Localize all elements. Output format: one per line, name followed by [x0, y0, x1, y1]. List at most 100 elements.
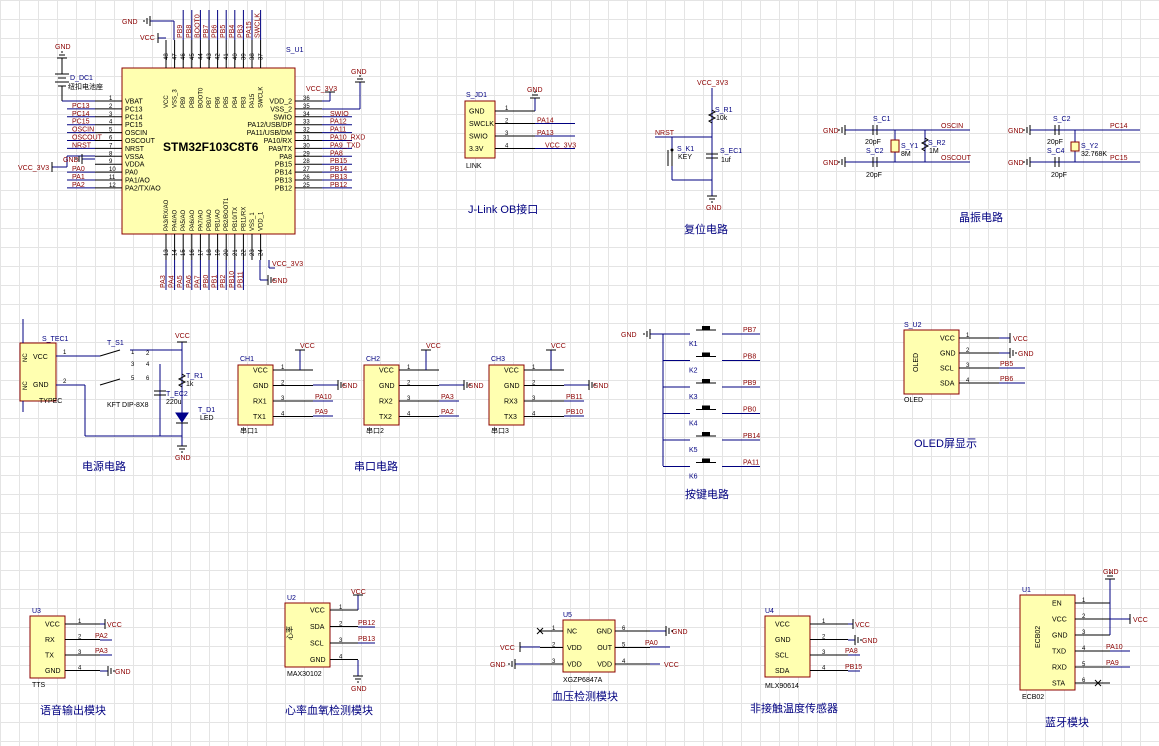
key-button [702, 352, 710, 357]
key-ref: K5 [689, 447, 698, 454]
pin-number: 4 [966, 378, 970, 384]
bt-body [1019, 594, 1076, 691]
voice-pin-name: GND [45, 668, 61, 675]
y1-val: 8M [901, 151, 911, 158]
net-label: PB10 [229, 271, 236, 288]
pin-number: 7 [109, 143, 113, 149]
net-label: VCC [426, 343, 441, 350]
ground-symbol [530, 91, 540, 99]
pin-number: 4 [146, 362, 150, 368]
pin-name: PB7 [207, 96, 213, 108]
pin-number: 20 [224, 249, 230, 256]
r-ref: T_R1 [186, 373, 203, 380]
crystal-8m: GNDS_C120pFOSCINGNDS_C220pFOSCOUTS_Y18MS… [823, 116, 1003, 224]
resistor-zigzag [920, 137, 930, 152]
net-label: VCC [107, 622, 122, 629]
pin-number: 27 [303, 167, 310, 173]
pin-name: VDD_2 [269, 99, 292, 106]
uart-pin-name: VCC [504, 368, 519, 375]
nc-cross [536, 627, 544, 635]
temp-footer: MLX90614 [765, 683, 799, 690]
section-title-hr: 心率血氧检测模块 [285, 703, 373, 717]
pin-number: 3 [1082, 630, 1086, 636]
pin-name: PB10/TX [233, 207, 239, 231]
pin-number: 1 [78, 619, 82, 625]
pin-number: 6 [622, 626, 626, 632]
pin-name: OSCIN [125, 130, 147, 137]
bp-pin-name: VDD [597, 662, 612, 669]
ground-symbol [838, 157, 846, 167]
r-val: 1k [186, 381, 194, 388]
net-label: VCC_3V3 [18, 165, 49, 172]
pin-number: 34 [303, 112, 310, 118]
pin-name: PB0/AO [207, 209, 213, 231]
uart-body [488, 364, 525, 426]
ground-symbol [57, 51, 67, 59]
pin-number: 42 [216, 53, 222, 60]
net-label: PA9 [1106, 660, 1119, 667]
pin-number: 3 [407, 396, 411, 402]
temp-ref: U4 [765, 608, 774, 615]
pin-number: 15 [181, 249, 187, 256]
net-label: VCC [855, 622, 870, 629]
net-label: PB7 [743, 327, 756, 334]
pin-name: PA6/AO [190, 209, 196, 231]
jlink-pin-name: SWCLK [469, 121, 494, 128]
pin-number: 2 [63, 379, 67, 385]
net-label: PB0 [743, 407, 756, 414]
net-label: GND [122, 19, 138, 26]
pin-number: 1 [532, 365, 536, 371]
section-title-bt: 蓝牙模块 [1045, 716, 1089, 729]
pin-number: 3 [339, 638, 343, 644]
ground-symbol [665, 626, 673, 636]
pin-number: 4 [1082, 646, 1086, 652]
c1-ref: S_C1 [873, 116, 891, 123]
pin-number: 5 [131, 376, 135, 382]
key-button [702, 379, 710, 383]
pin-number: 1 [407, 365, 411, 371]
pin-name: PA10/RX [264, 138, 293, 145]
section-title-bp: 血压检测模块 [552, 689, 618, 703]
net-label: GND [823, 160, 839, 167]
key-button [702, 432, 710, 436]
uart-pin-name: VCC [253, 368, 268, 375]
pin-number: 17 [198, 249, 204, 256]
temp-pin-name: GND [775, 637, 791, 644]
net-label: PA13 [537, 130, 554, 137]
net-label: GND [621, 332, 637, 339]
pin-number: 45 [190, 53, 196, 60]
typec-body [19, 342, 57, 402]
ground-symbol [463, 380, 471, 390]
net-label: PA6 [186, 275, 193, 288]
net-label: VCC_3V3 [272, 261, 303, 268]
section-title-keys: 按键电路 [685, 487, 729, 501]
pin-number: 16 [190, 249, 196, 256]
uart-pin-name: RX2 [379, 399, 393, 406]
pin-number: 1 [109, 96, 113, 102]
pin-number: 4 [109, 120, 113, 126]
pin-number: 30 [303, 143, 310, 149]
pin-number: 38 [250, 53, 256, 60]
pin-name: PA5/AO [181, 209, 187, 231]
bp-body [562, 619, 616, 673]
led-icon [175, 412, 189, 423]
net-label: PA1 [72, 174, 85, 181]
pin-name: PB2/BOOT1 [224, 197, 230, 231]
net-label: VCC [1013, 336, 1028, 343]
bp-ref: U5 [563, 612, 572, 619]
pin-name: VSS_1 [250, 212, 256, 231]
pin-number: 1 [339, 605, 343, 611]
net-label: PB4 [229, 25, 236, 38]
voice-pin-name: TX [45, 653, 54, 660]
pin-number: 5 [109, 128, 113, 134]
pin-number: 32 [303, 128, 310, 134]
pin-name: PB11/RX [241, 207, 247, 231]
net-label: VCC [664, 662, 679, 669]
pin-number: 8 [109, 151, 113, 157]
net-label: PA5 [177, 275, 184, 288]
r2-val: 1M [929, 148, 939, 155]
pin-number: 4 [407, 412, 411, 418]
